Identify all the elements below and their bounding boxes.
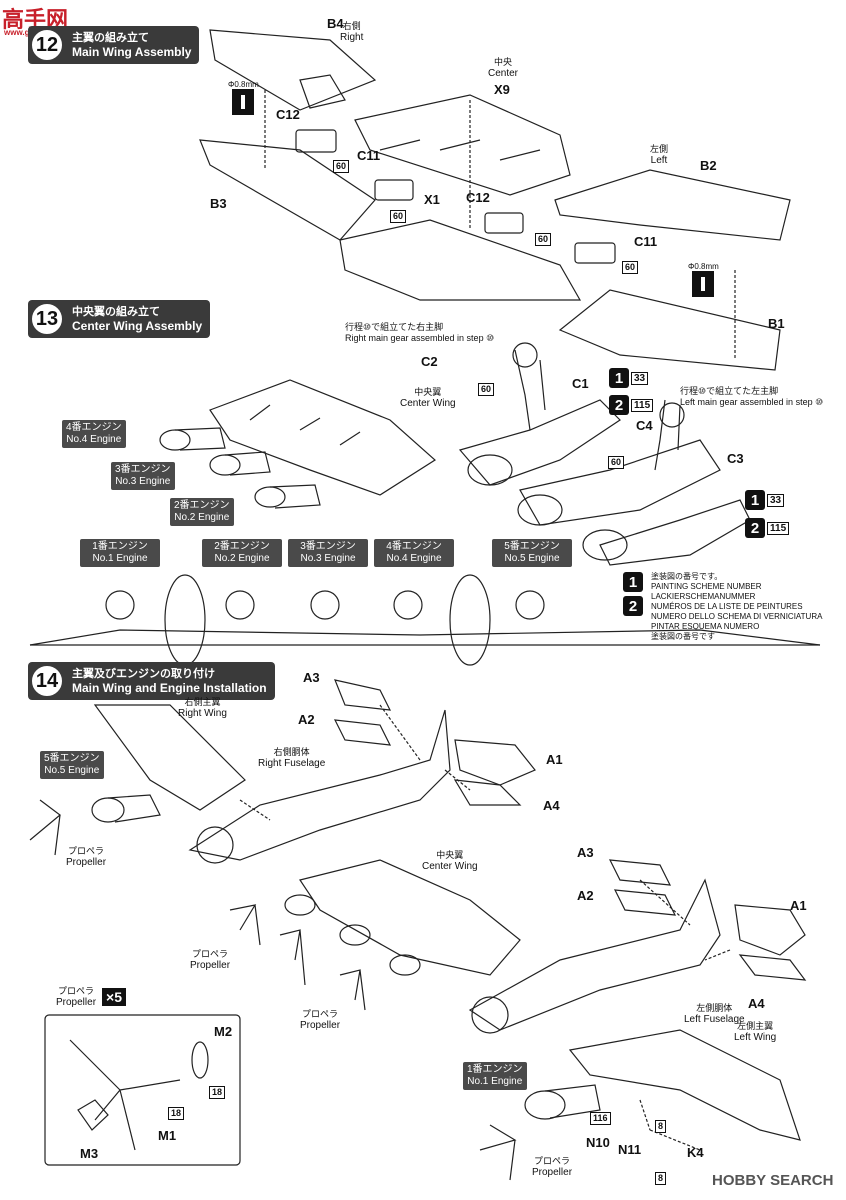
paint-number-box: 60: [333, 160, 350, 173]
part-a2: A2: [298, 712, 315, 727]
part-a4: A4: [748, 996, 765, 1011]
paint-number-box: 8: [655, 1120, 667, 1133]
paint-number-box: 60: [390, 210, 407, 223]
part-x1: X1: [424, 192, 440, 207]
label-propeller: プロペラ Propeller: [300, 1009, 341, 1031]
paint-scheme-badge: 2 115: [745, 518, 790, 538]
paint-number-box: 18: [209, 1086, 226, 1099]
label-center-wing: 中央翼 Center Wing: [400, 387, 456, 409]
part-a3: A3: [303, 670, 320, 685]
step-title-en: Center Wing Assembly: [72, 319, 203, 333]
step-number: 12: [30, 28, 64, 62]
label-propeller: プロペラ Propeller: [532, 1156, 573, 1178]
paint-number-box: 60: [535, 233, 552, 246]
part-a1: A1: [546, 752, 563, 767]
step-title-jp: 主翼及びエンジンの取り付け: [72, 668, 215, 680]
part-c4: C4: [636, 418, 653, 433]
part-c2: C2: [421, 354, 438, 369]
step-12-header: 12 主翼の組み立て Main Wing Assembly: [28, 26, 200, 64]
step-number: 13: [30, 302, 64, 336]
paint-legend: 塗装図の番号です。 PAINTING SCHEME NUMBER LACKIER…: [651, 572, 823, 641]
paint-legend-icons: 1 2: [623, 572, 643, 616]
part-m2: M2: [214, 1024, 233, 1039]
drill-icon: [232, 89, 255, 115]
label-left: 左側 Left: [650, 144, 669, 166]
part-a2: A2: [577, 888, 594, 903]
step-title-en: Main Wing Assembly: [72, 45, 192, 59]
label-right: 右側 Right: [340, 21, 364, 43]
paint-scheme-badge: 1 33: [745, 490, 785, 510]
label-left-gear: 行程⑩で組立てた左主脚 Left main gear assembled in …: [680, 386, 824, 407]
paint-scheme-badge: 1 33: [609, 368, 649, 388]
part-c1: C1: [572, 376, 589, 391]
label-center-wing: 中央翼 Center Wing: [422, 850, 478, 872]
part-n11: N11: [618, 1142, 642, 1157]
watermark-hobby-search: HOBBY SEARCH: [712, 1172, 834, 1189]
label-center: 中央 Center: [488, 57, 519, 79]
part-c11: C11: [634, 234, 658, 249]
part-x9: X9: [494, 82, 510, 97]
part-b3: B3: [210, 196, 227, 211]
paint-number-box: 60: [608, 456, 625, 469]
drill-hole-marker: Φ0.8mm: [688, 262, 719, 297]
step-title-jp: 主翼の組み立て: [72, 32, 149, 44]
part-a3: A3: [577, 845, 594, 860]
label-left-wing: 左側主翼 Left Wing: [734, 1021, 777, 1043]
part-k4: K4: [687, 1145, 704, 1160]
part-m3: M3: [80, 1146, 99, 1161]
step-title-jp: 中央翼の組み立て: [72, 306, 160, 318]
drill-hole-marker: Φ0.8mm: [228, 80, 259, 115]
paint-number-box: 60: [622, 261, 639, 274]
part-c3: C3: [727, 451, 744, 466]
label-propeller: プロペラ Propeller: [66, 846, 107, 868]
quantity-badge: ×5: [102, 988, 126, 1006]
paint-number-box: 60: [478, 383, 495, 396]
step-title-en: Main Wing and Engine Installation: [72, 681, 267, 695]
part-c12: C12: [276, 107, 300, 122]
label-right-fuselage: 右側胴体 Right Fuselage: [258, 747, 326, 769]
part-c12: C12: [466, 190, 490, 205]
step-13-header: 13 中央翼の組み立て Center Wing Assembly: [28, 300, 211, 338]
paint-number-box: 8: [655, 1172, 667, 1185]
step-number: 14: [30, 664, 64, 698]
part-m1: M1: [158, 1128, 177, 1143]
part-c11: C11: [357, 148, 381, 163]
drill-icon: [692, 271, 715, 297]
paint-scheme-badge: 1: [623, 572, 643, 592]
label-left-fuselage: 左側胴体 Left Fuselage: [684, 1003, 745, 1025]
part-n10: N10: [586, 1135, 610, 1150]
label-propeller: プロペラ Propeller: [190, 949, 231, 971]
part-a1: A1: [790, 898, 807, 913]
label-right-wing: 右側主翼 Right Wing: [178, 697, 227, 719]
part-b4: B4: [327, 16, 344, 31]
part-a4: A4: [543, 798, 560, 813]
paint-number-box: 116: [590, 1112, 611, 1125]
part-b2: B2: [700, 158, 717, 173]
paint-scheme-badge: 2: [623, 596, 643, 616]
label-right-gear: 行程⑩で組立てた右主脚 Right main gear assembled in…: [345, 322, 495, 343]
step-14-header: 14 主翼及びエンジンの取り付け Main Wing and Engine In…: [28, 662, 275, 700]
paint-scheme-badge: 2 115: [609, 395, 654, 415]
paint-number-box: 18: [168, 1107, 185, 1120]
propeller-quantity: プロペラ Propeller ×5: [56, 985, 126, 1009]
part-b1: B1: [768, 316, 785, 331]
